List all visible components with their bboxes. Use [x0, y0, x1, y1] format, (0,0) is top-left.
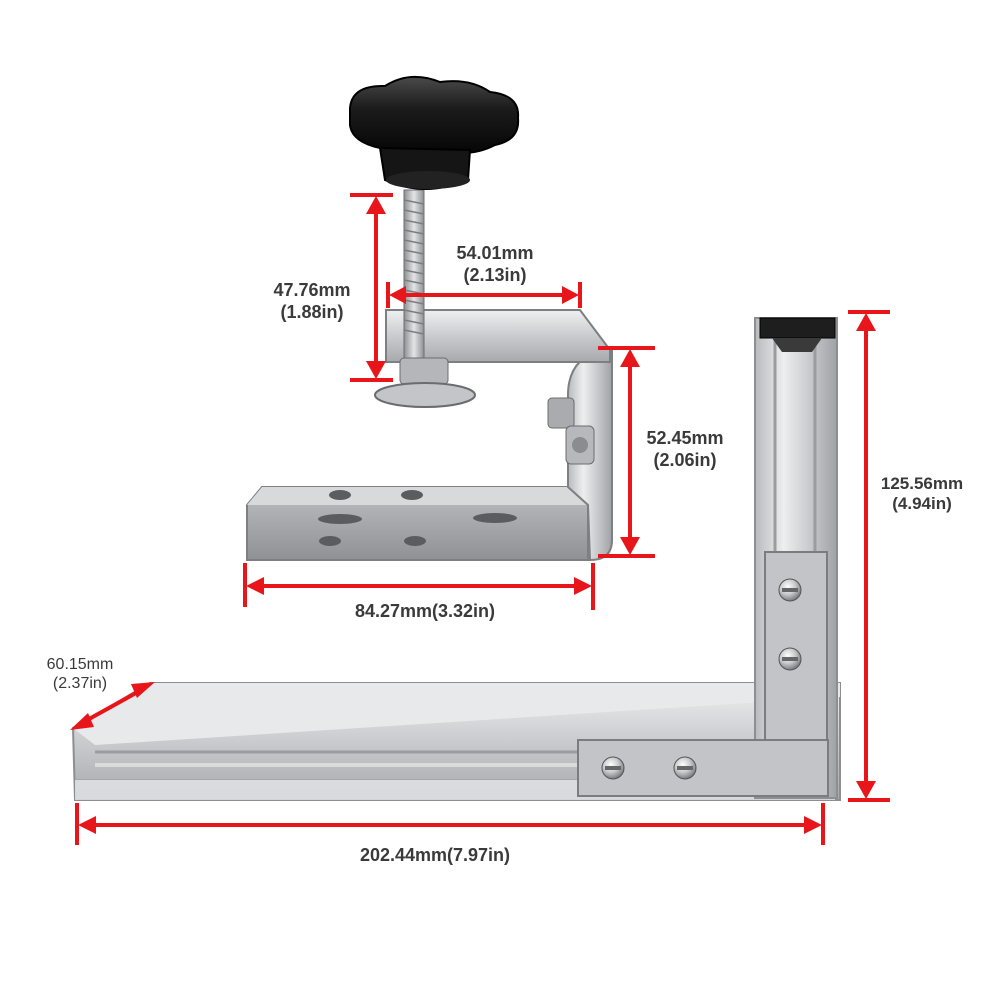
dim-mm: 60.15mm: [46, 656, 114, 673]
clamp-assembly: [246, 75, 613, 562]
dim-label-clamp-base-length: 84.27mm(3.32in): [320, 601, 530, 623]
dim-in: (2.37in): [52, 675, 108, 693]
clamp-top-plate: [385, 309, 611, 363]
dim-mm: 125.56mm: [880, 474, 964, 493]
dim-in: (4.94in): [892, 494, 952, 514]
dim-in: (2.06in): [653, 449, 717, 470]
plate-holes: [318, 490, 517, 546]
end-cap: [759, 317, 836, 339]
dim-line-clamp-base-length: [243, 563, 595, 610]
dim-label-rail-length: 202.44mm(7.97in): [320, 845, 550, 867]
threaded-screw: [403, 189, 425, 381]
dim-line-rail-width: [70, 682, 155, 730]
star-knob-icon: [349, 75, 520, 190]
dim-text: 202.44mm(7.97in): [359, 845, 511, 865]
dim-mm: 47.76mm: [273, 280, 351, 300]
dim-line-knob-screw-height: [350, 193, 393, 382]
side-bolt-icon: [547, 397, 595, 465]
dim-label-knob-screw-height: 47.76mm (1.88in): [262, 280, 362, 323]
dimension-lines: [70, 193, 890, 845]
dim-label-clamp-height: 52.45mm (2.06in): [635, 428, 735, 471]
dim-label-upright-height: 125.56mm (4.94in): [872, 474, 972, 515]
dim-line-clamp-depth: [386, 282, 582, 308]
dim-line-upright-height: [848, 310, 890, 802]
dim-mm: 54.01mm: [456, 243, 534, 263]
aluminium-rail-assembly: [71, 317, 841, 801]
dim-text: 84.27mm(3.32in): [354, 601, 496, 621]
bolt-icon: [601, 578, 802, 780]
dim-line-clamp-height: [598, 346, 655, 558]
dim-in: (1.88in): [280, 301, 344, 322]
dim-mm: 52.45mm: [646, 428, 724, 448]
dim-label-rail-width: 60.15mm (2.37in): [30, 655, 130, 693]
dim-line-rail-length: [75, 803, 825, 845]
dim-in: (2.13in): [463, 264, 527, 285]
dim-label-clamp-depth: 54.01mm (2.13in): [440, 243, 550, 286]
clamp-pad: [374, 382, 476, 408]
